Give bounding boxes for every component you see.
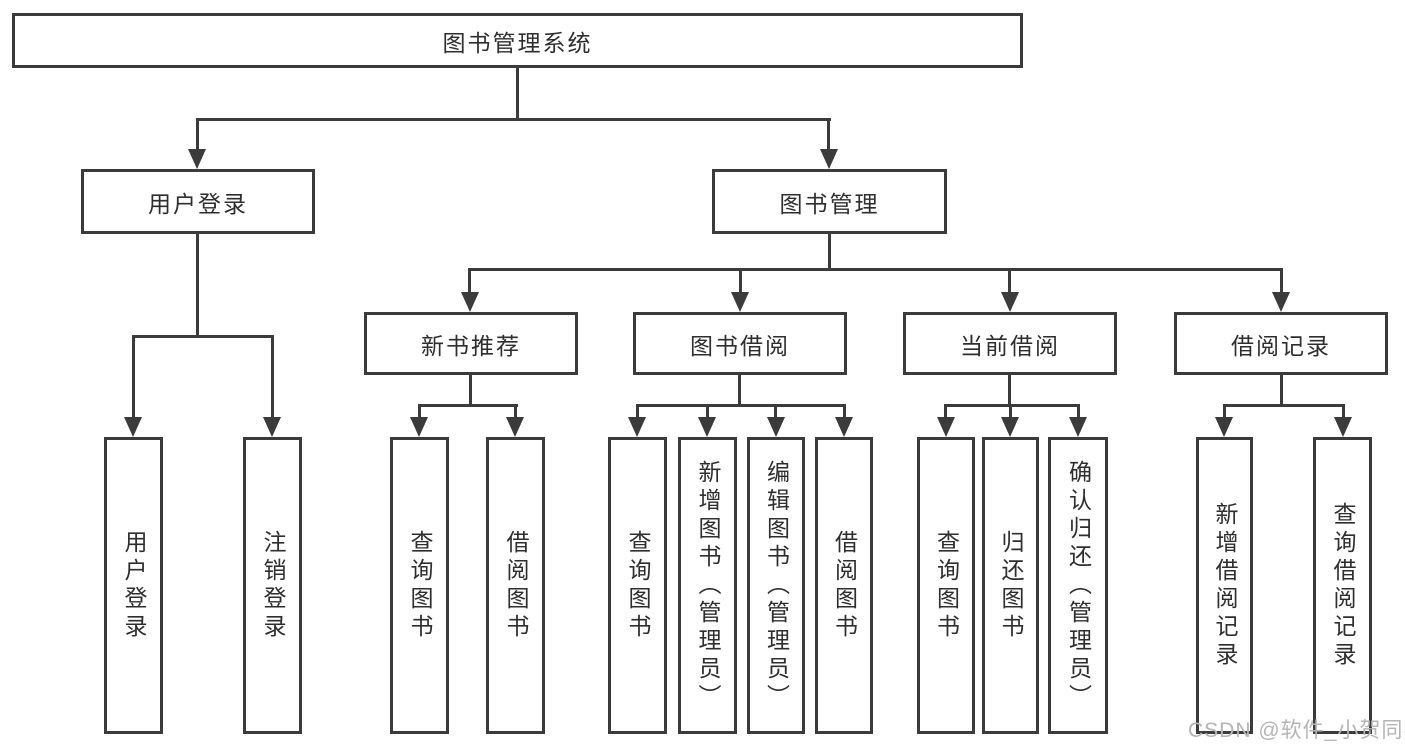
leaf-records-query-record: 查询借阅记录 bbox=[1313, 437, 1372, 734]
connector-line bbox=[1008, 375, 1011, 406]
watermark: CSDN @软件_小贺同学 bbox=[1188, 719, 1405, 742]
node-borrow-records: 借阅记录 bbox=[1174, 312, 1388, 375]
leaf-borrow-add-books-admin: 新增图书（管理员） bbox=[678, 437, 737, 734]
arrow-down-icon bbox=[410, 417, 428, 437]
connector-line bbox=[636, 404, 639, 419]
arrow-down-icon bbox=[698, 417, 716, 437]
connector-line bbox=[774, 404, 777, 419]
arrow-down-icon bbox=[1069, 417, 1087, 437]
leaf-label: 编辑图书（管理员） bbox=[763, 459, 790, 712]
leaf-label: 归还图书 bbox=[998, 529, 1024, 642]
node-user-login: 用户登录 bbox=[81, 169, 315, 234]
node-book-borrow: 图书借阅 bbox=[633, 312, 847, 375]
connector-line bbox=[196, 118, 199, 152]
connector-line bbox=[469, 375, 472, 406]
leaf-label: 借阅图书 bbox=[831, 529, 858, 642]
connector-line bbox=[944, 404, 1080, 407]
connector-line bbox=[738, 375, 741, 406]
connector-line bbox=[132, 335, 274, 338]
connector-line bbox=[468, 268, 1283, 271]
connector-line bbox=[636, 404, 846, 407]
connector-line bbox=[706, 404, 709, 419]
connector-line bbox=[1008, 268, 1011, 295]
node-current-borrow: 当前借阅 bbox=[903, 312, 1117, 375]
arrow-down-icon bbox=[767, 417, 785, 437]
connector-line bbox=[1223, 404, 1345, 407]
connector-line bbox=[418, 404, 518, 407]
node-book-management: 图书管理 bbox=[712, 169, 947, 234]
leaf-label: 借阅图书 bbox=[503, 529, 529, 642]
arrow-down-icon bbox=[820, 149, 838, 169]
leaf-label: 查询借阅记录 bbox=[1330, 501, 1356, 670]
connector-line bbox=[1077, 404, 1080, 419]
connector-line bbox=[1009, 404, 1012, 419]
leaf-label: 用户登录 bbox=[121, 529, 147, 642]
connector-line bbox=[196, 233, 199, 338]
connector-line bbox=[739, 268, 742, 295]
arrow-down-icon bbox=[263, 417, 281, 437]
arrow-down-icon bbox=[731, 292, 749, 312]
leaf-recommend-query-books: 查询图书 bbox=[390, 437, 449, 734]
connector-line bbox=[514, 404, 517, 419]
leaf-label: 查询图书 bbox=[933, 529, 960, 642]
connector-line bbox=[843, 404, 846, 419]
leaf-label: 查询图书 bbox=[625, 529, 651, 642]
connector-line bbox=[468, 268, 471, 295]
leaf-label: 注销登录 bbox=[260, 529, 286, 642]
node-root: 图书管理系统 bbox=[12, 13, 1023, 68]
leaf-current-query-books: 查询图书 bbox=[917, 437, 975, 734]
arrow-down-icon bbox=[1272, 292, 1290, 312]
leaf-label: 新增借阅记录 bbox=[1212, 501, 1238, 670]
leaf-recommend-borrow-books: 借阅图书 bbox=[486, 437, 545, 734]
arrow-down-icon bbox=[461, 292, 479, 312]
leaf-borrow-query-books: 查询图书 bbox=[608, 437, 667, 734]
connector-line bbox=[944, 404, 947, 419]
arrow-down-icon bbox=[1001, 417, 1019, 437]
connector-line bbox=[1280, 268, 1283, 295]
leaf-records-add-record: 新增借阅记录 bbox=[1196, 437, 1253, 734]
arrow-down-icon bbox=[124, 417, 142, 437]
connector-line bbox=[1342, 404, 1345, 419]
connector-line bbox=[196, 118, 831, 121]
arrow-down-icon bbox=[1334, 417, 1352, 437]
connector-line bbox=[271, 335, 274, 419]
leaf-user-login: 用户登录 bbox=[104, 437, 163, 734]
arrow-down-icon bbox=[1001, 292, 1019, 312]
arrow-down-icon bbox=[628, 417, 646, 437]
connector-line bbox=[1223, 404, 1226, 419]
leaf-logout: 注销登录 bbox=[243, 437, 302, 734]
leaf-current-confirm-return-admin: 确认归还（管理员） bbox=[1048, 437, 1108, 734]
arrow-down-icon bbox=[835, 417, 853, 437]
connector-line bbox=[132, 335, 135, 419]
arrow-down-icon bbox=[1215, 417, 1233, 437]
leaf-label: 新增图书（管理员） bbox=[695, 459, 721, 712]
connector-line bbox=[1280, 375, 1283, 406]
connector-line bbox=[828, 233, 831, 271]
node-new-book-recommend: 新书推荐 bbox=[364, 312, 578, 375]
leaf-label: 查询图书 bbox=[407, 529, 433, 642]
connector-line bbox=[418, 404, 421, 419]
connector-line bbox=[516, 68, 519, 120]
leaf-borrow-borrow-books: 借阅图书 bbox=[815, 437, 873, 734]
leaf-label: 确认归还（管理员） bbox=[1065, 459, 1092, 712]
arrow-down-icon bbox=[188, 149, 206, 169]
leaf-borrow-edit-books-admin: 编辑图书（管理员） bbox=[747, 437, 805, 734]
connector-line bbox=[827, 118, 830, 152]
arrow-down-icon bbox=[937, 417, 955, 437]
arrow-down-icon bbox=[506, 417, 524, 437]
leaf-current-return-books: 归还图书 bbox=[982, 437, 1039, 734]
